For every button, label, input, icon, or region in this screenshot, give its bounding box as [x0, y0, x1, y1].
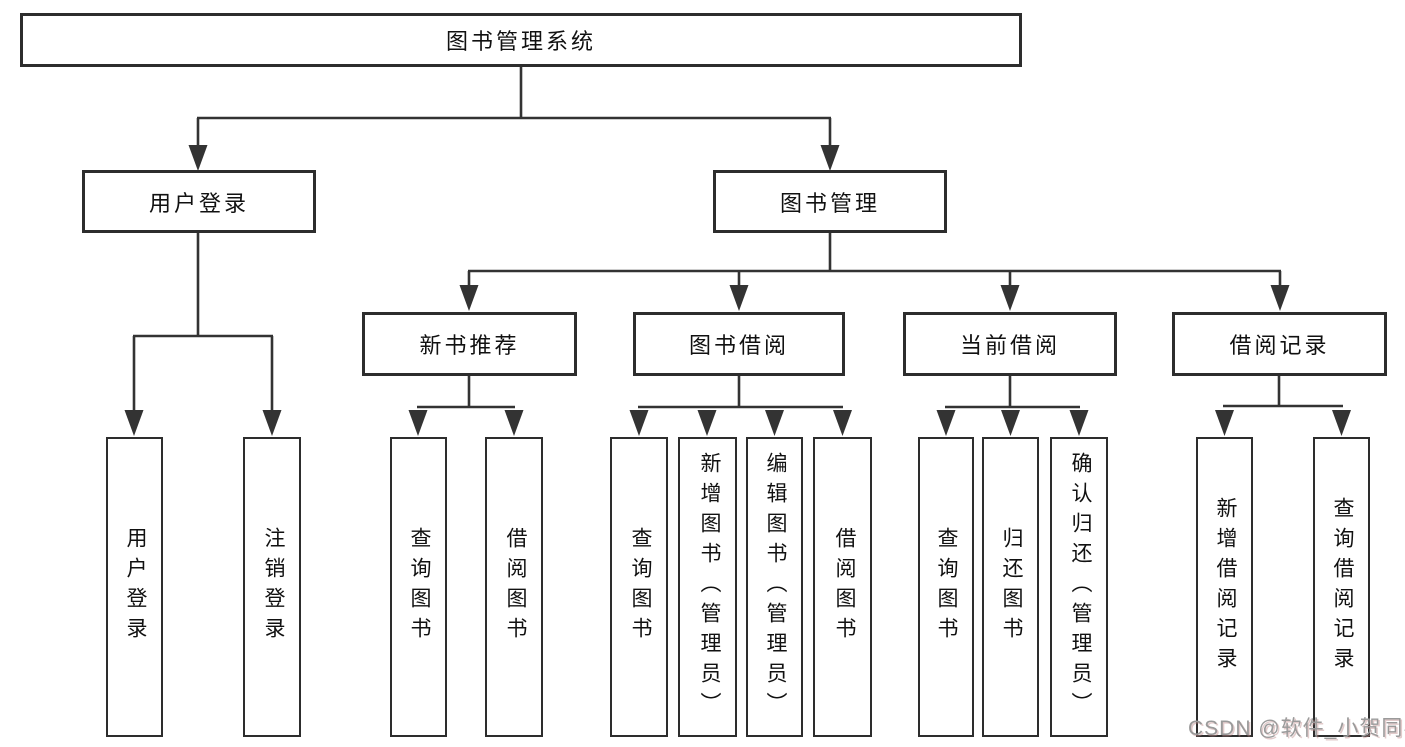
- leaf-user-login: 用户登录: [106, 437, 163, 737]
- node-label: 借阅记录: [1229, 333, 1330, 358]
- leaf-borrow-books-recommend: 借阅图书: [485, 437, 543, 737]
- leaf-return-books: 归还图书: [982, 437, 1039, 737]
- node-user-login: 用户登录: [82, 170, 316, 233]
- leaf-logout: 注销登录: [243, 437, 301, 737]
- leaf-confirm-return-admin: 确认归还（管理员）: [1050, 437, 1108, 737]
- node-book-management: 图书管理: [713, 170, 947, 233]
- node-new-book-recommendation: 新书推荐: [362, 312, 577, 376]
- node-label: 当前借阅: [959, 333, 1060, 358]
- node-current-borrowing: 当前借阅: [903, 312, 1117, 376]
- watermark: CSDN @软件_小贺同学: [1188, 717, 1405, 740]
- node-library-management-system: 图书管理系统: [20, 13, 1022, 67]
- leaf-query-books-recommend: 查询图书: [390, 437, 447, 737]
- node-label: 图书管理系统: [445, 29, 596, 54]
- leaf-add-borrow-record: 新增借阅记录: [1196, 437, 1253, 737]
- leaf-add-books-admin: 新增图书（管理员）: [678, 437, 737, 737]
- leaf-query-borrow-record: 查询借阅记录: [1313, 437, 1370, 737]
- leaf-query-books-current: 查询图书: [918, 437, 974, 737]
- node-book-borrowing: 图书借阅: [633, 312, 845, 376]
- leaf-query-books-borrowing: 查询图书: [610, 437, 668, 737]
- node-label: 用户登录: [148, 190, 249, 216]
- leaf-edit-books-admin: 编辑图书（管理员）: [746, 437, 803, 737]
- node-borrowing-records: 借阅记录: [1172, 312, 1387, 376]
- node-label: 图书管理: [779, 190, 880, 216]
- node-label: 新书推荐: [419, 333, 520, 358]
- node-label: 图书借阅: [688, 333, 789, 358]
- leaf-borrow-books: 借阅图书: [813, 437, 872, 737]
